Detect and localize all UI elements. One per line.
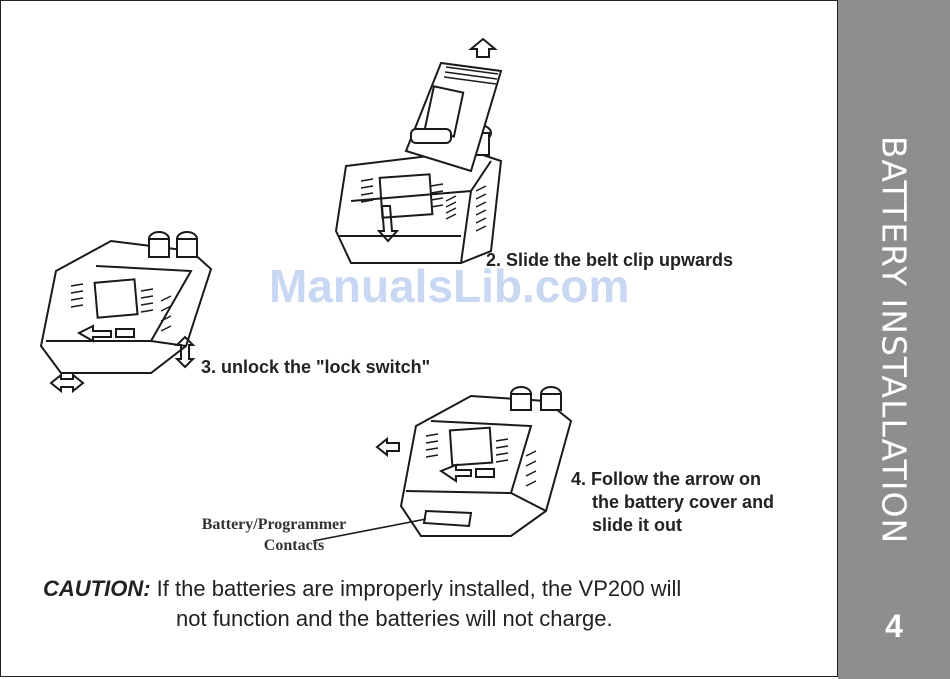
step-4-line-2: the battery cover and	[571, 491, 774, 514]
belt-clip-illustration	[336, 39, 501, 263]
page-number: 4	[838, 608, 950, 645]
radio-illustration-lock	[41, 232, 211, 391]
caution-line-2: not function and the batteries will not …	[43, 604, 681, 634]
step-4-label: 4. Follow the arrow on the battery cover…	[571, 468, 774, 537]
contacts-callout: Battery/Programmer Contacts	[169, 514, 379, 556]
step-4-line-3: slide it out	[571, 514, 774, 537]
arrow-icon	[471, 39, 495, 57]
caution-label: CAUTION:	[43, 576, 151, 601]
step-2-label: 2. Slide the belt clip upwards	[486, 250, 733, 271]
content-panel: ManualsLib.com 2. Slide the belt clip up…	[0, 0, 838, 677]
arrow-icon	[377, 439, 399, 455]
contacts-line-1: Battery/Programmer	[169, 514, 379, 535]
section-title: BATTERY INSTALLATION	[875, 136, 914, 544]
arrow-icon	[51, 375, 83, 391]
step-3-label: 3. unlock the "lock switch"	[201, 357, 430, 378]
step-4-line-1: 4. Follow the arrow on	[571, 468, 774, 491]
contacts-line-2: Contacts	[169, 535, 379, 556]
caution-line-1: If the batteries are improperly installe…	[157, 576, 682, 601]
caution-note: CAUTION: If the batteries are improperly…	[43, 574, 681, 634]
section-sidebar: BATTERY INSTALLATION 4	[838, 0, 950, 679]
